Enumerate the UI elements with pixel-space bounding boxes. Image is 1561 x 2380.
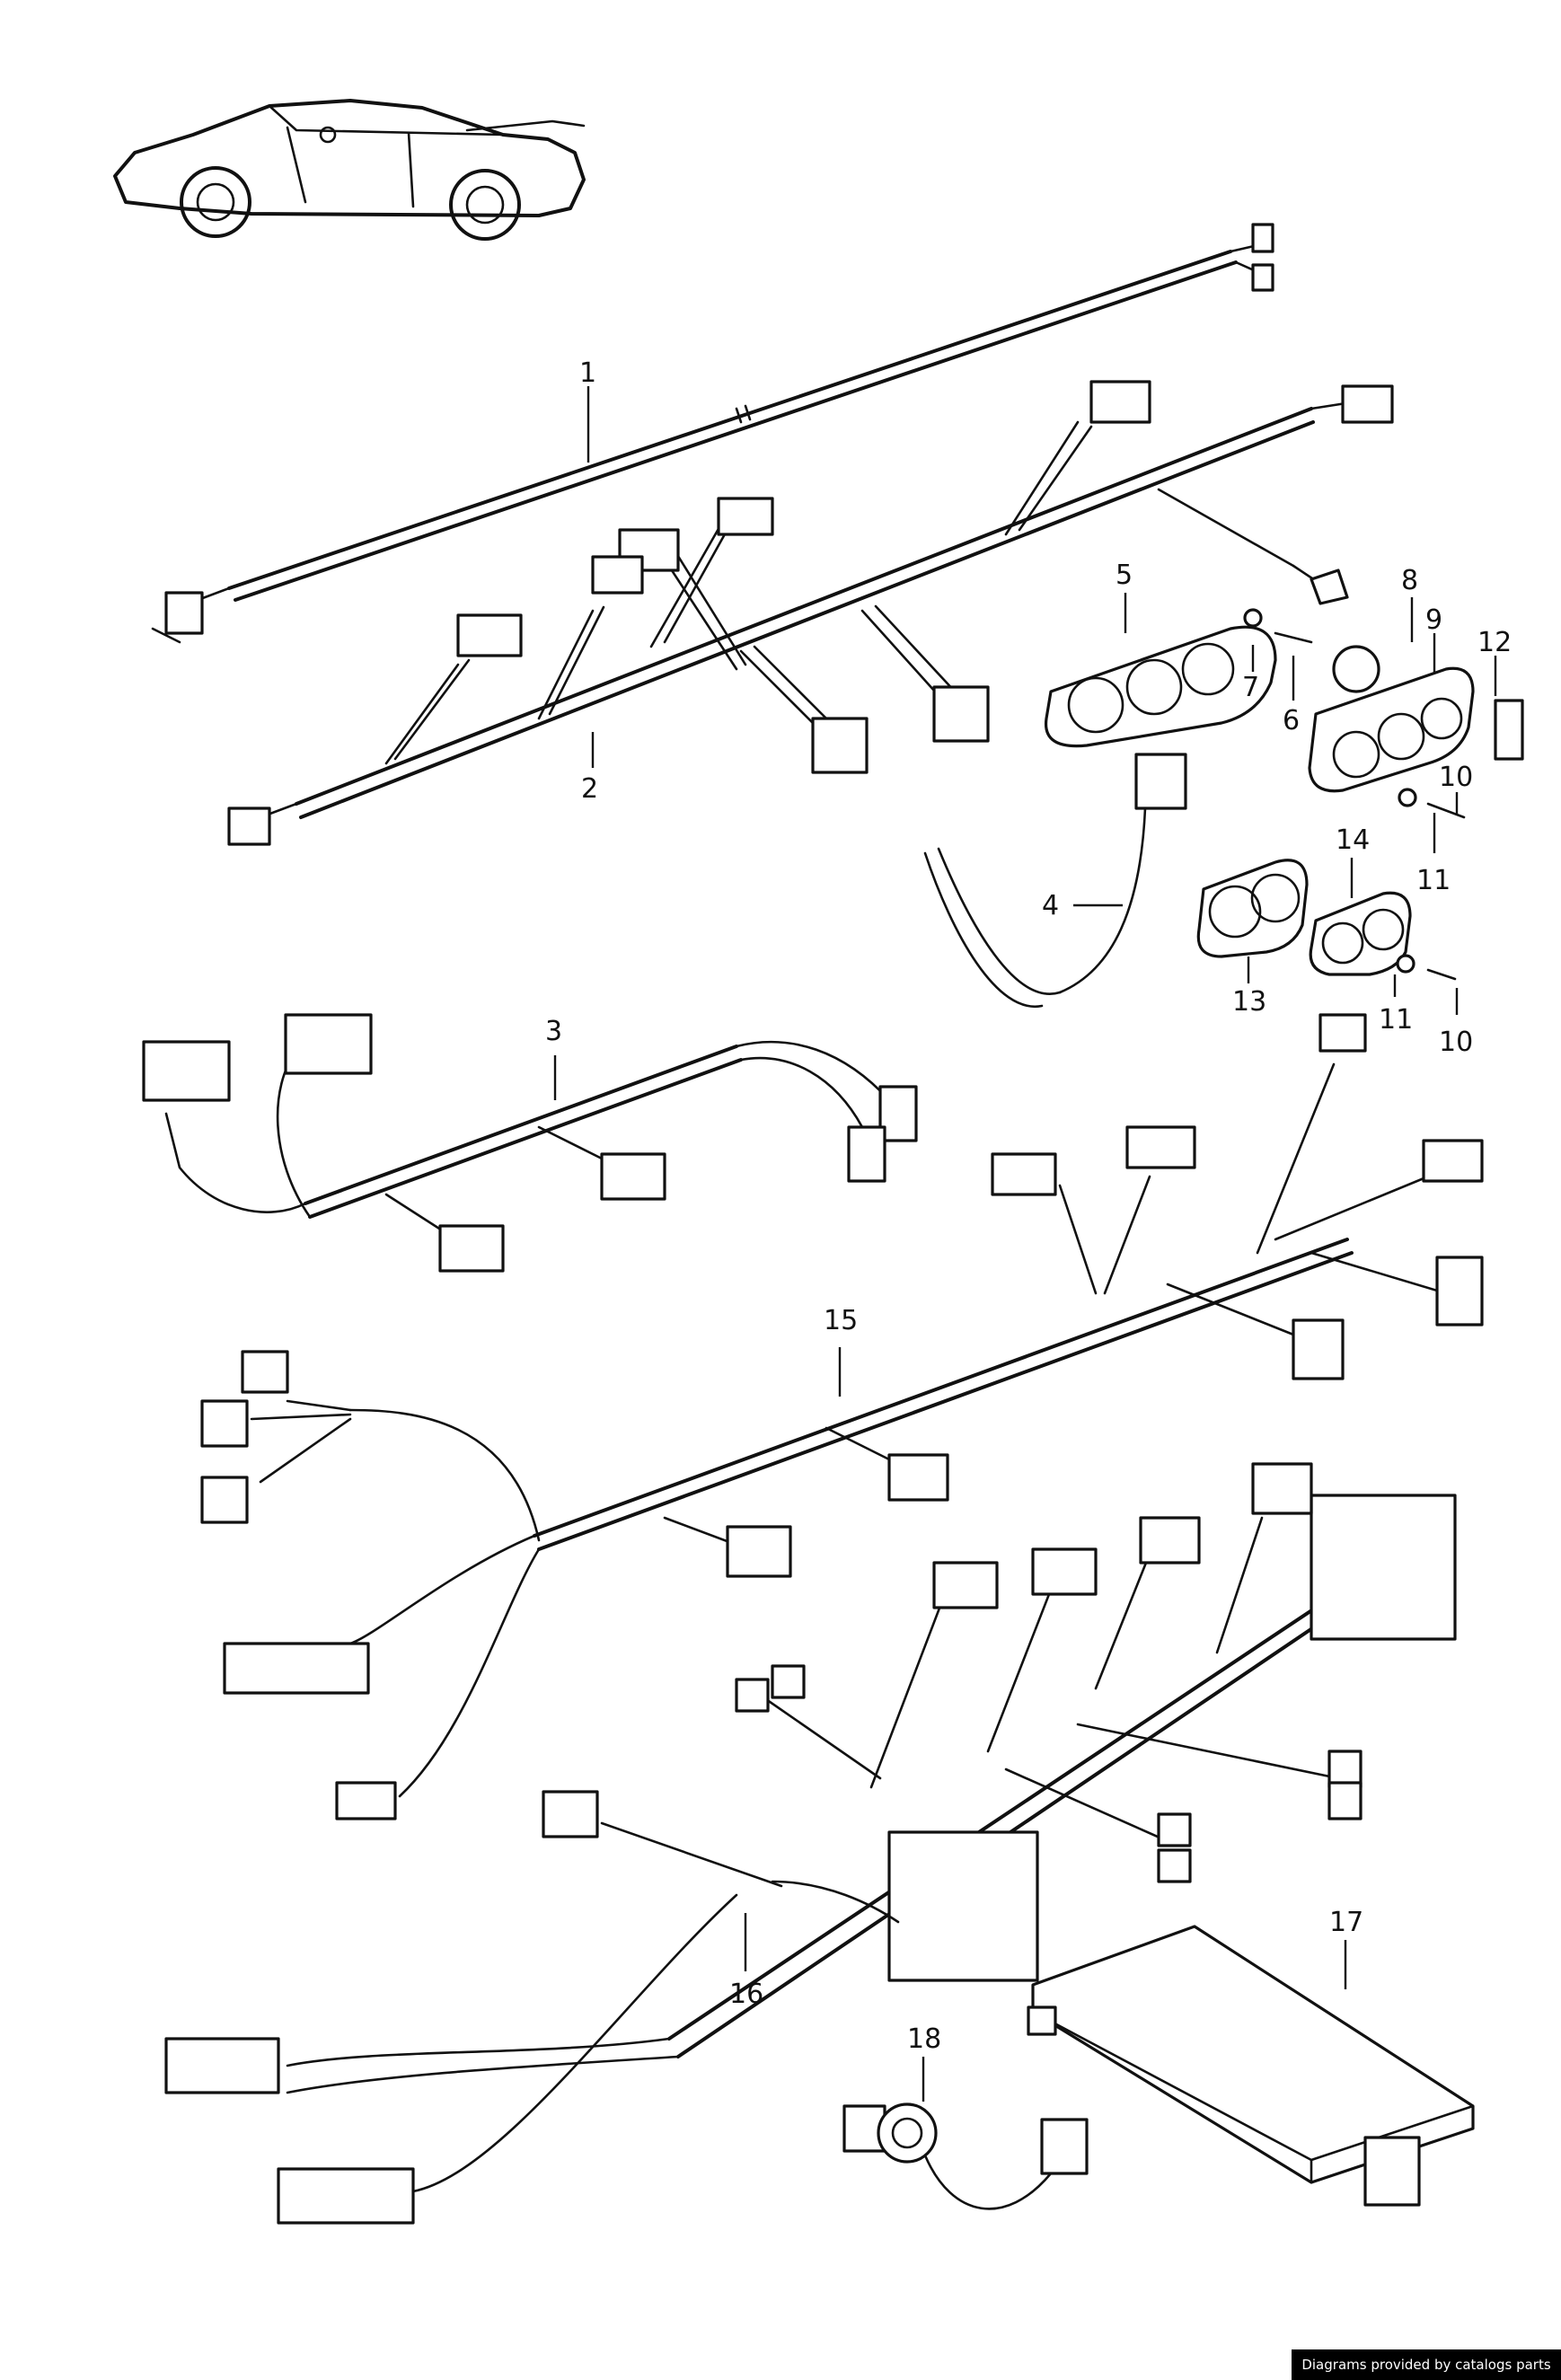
callout-7: 7 [1242,672,1259,703]
callout-5: 5 [1116,560,1133,591]
harness-2 [227,380,1394,846]
callout-10-upper: 10 [1439,762,1473,793]
callout-16: 16 [729,1979,763,2010]
harness-3 [142,1013,918,1273]
sensor-18 [842,2102,1089,2210]
callout-12: 12 [1477,627,1512,658]
harness-15 [200,1013,1484,1820]
callout-10-lower: 10 [1439,1027,1473,1058]
control-unit-17 [1027,1925,1475,2207]
callout-leaders [553,386,1497,2102]
instrument-panels [1044,608,1524,981]
callout-14: 14 [1336,824,1370,856]
callout-18: 18 [907,2023,941,2055]
callout-6: 6 [1283,705,1300,736]
callout-11-lower: 11 [1379,1004,1413,1036]
harness-16 [164,1462,1457,2225]
harness-1 [151,223,1274,644]
car-illustration [113,99,586,241]
callout-2: 2 [581,773,598,805]
callout-4: 4 [1042,890,1059,921]
callout-11-upper: 11 [1416,865,1451,896]
credit-banner: Diagrams provided by catalogs parts [1292,2349,1561,2380]
callout-8: 8 [1401,565,1418,596]
callout-numbers: 1 2 3 4 5 6 7 8 9 10 10 11 11 12 13 14 1… [545,357,1512,2055]
harness-4 [923,753,1187,1009]
callout-15: 15 [824,1305,858,1336]
callout-9: 9 [1425,604,1442,636]
callout-13: 13 [1232,986,1266,1018]
callout-3: 3 [545,1016,562,1047]
callout-17: 17 [1329,1907,1363,1938]
callout-1: 1 [579,357,596,389]
